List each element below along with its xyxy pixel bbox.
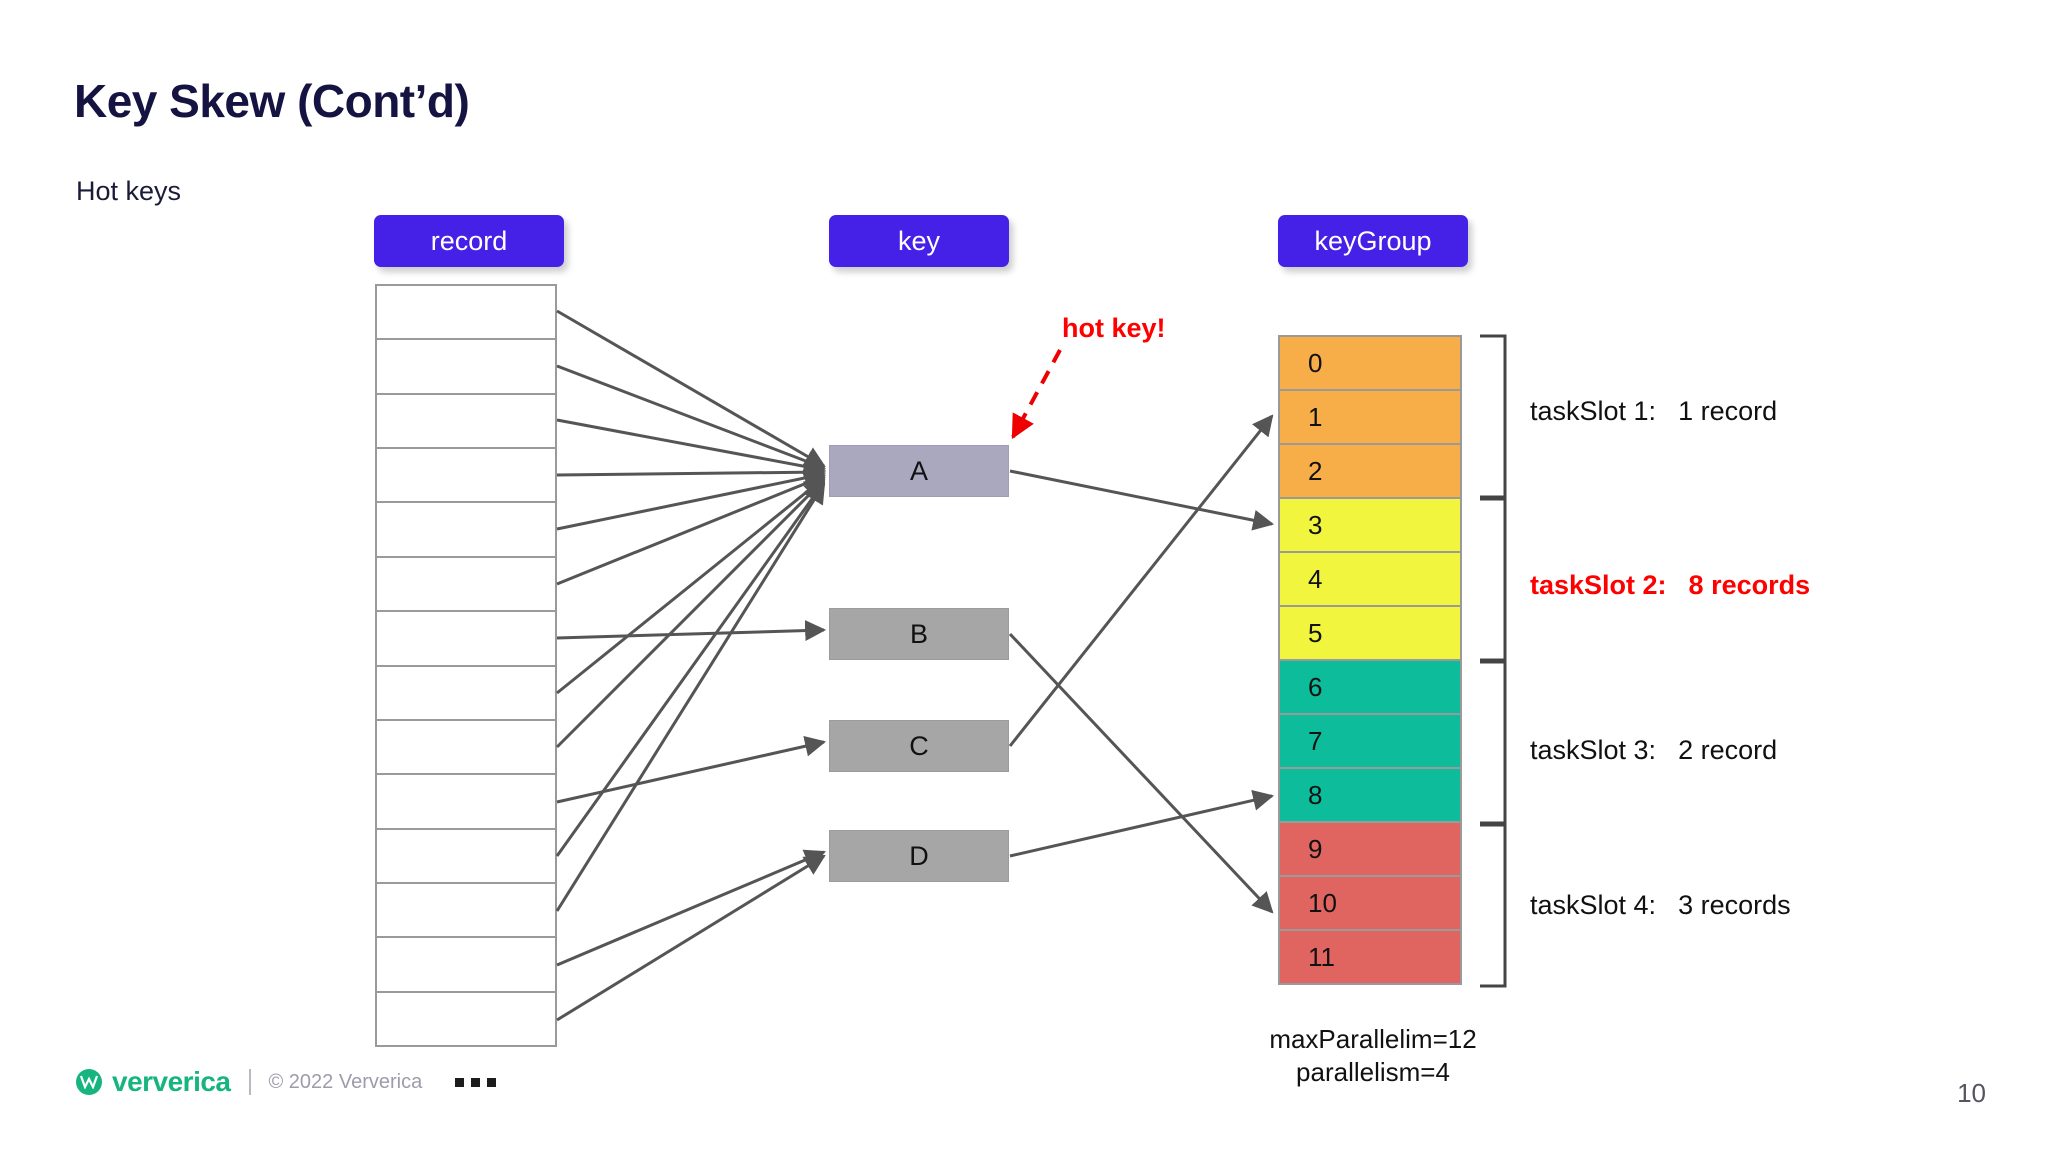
taskslot-brackets [1480,334,1507,988]
record-row [377,612,555,667]
keygroup-cell-3: 3 [1280,499,1460,553]
taskslot-label-1: taskSlot 1: 1 record [1530,396,1777,427]
dot-1 [455,1078,464,1087]
parallelism-note: maxParallelim=12 parallelism=4 [1253,1023,1493,1090]
taskslot-name: taskSlot 4: [1530,890,1657,920]
record-row [377,938,555,993]
column-header-key: key [829,215,1009,267]
record-row [377,286,555,341]
taskslot-label-3: taskSlot 3: 2 record [1530,735,1777,766]
column-header-record: record [374,215,564,267]
keygroup-cell-7: 7 [1280,715,1460,769]
record-row [377,340,555,395]
keygroup-cell-10: 10 [1280,877,1460,931]
footer-brand: ververica © 2022 Ververica [76,1066,422,1098]
ververica-wordmark: ververica [112,1066,231,1097]
keygroup-cell-4: 4 [1280,553,1460,607]
keygroup-cell-0: 0 [1280,337,1460,391]
record-row [377,449,555,504]
record-to-key-wires [555,309,827,1022]
record-row [377,666,555,721]
key-box-c: C [829,720,1009,772]
taskslot-label-4: taskSlot 4: 3 records [1530,890,1791,921]
keygroup-cell-6: 6 [1280,661,1460,715]
record-column [375,284,557,1047]
key-to-keygroup-wires [1008,414,1275,914]
taskslot-count: 8 records [1688,570,1811,600]
dot-3 [487,1078,496,1087]
key-box-b: B [829,608,1009,660]
key-box-a: A [829,445,1009,497]
record-row [377,394,555,450]
hot-key-annotation: hot key! [1062,313,1166,343]
taskslot-count: 2 record [1678,735,1778,765]
taskslot-name: taskSlot 1: [1530,396,1657,426]
record-row [377,883,555,939]
keygroup-cell-9: 9 [1280,823,1460,877]
page-subtitle: Hot keys [76,176,182,206]
page-number: 10 [1957,1078,1986,1108]
parallelism-text: parallelism=4 [1296,1057,1450,1088]
taskslot-count: 1 record [1678,396,1778,426]
column-header-keygroup: keyGroup [1278,215,1468,267]
record-row [377,775,555,830]
more-options-icon[interactable] [455,1078,496,1087]
keygroup-cell-1: 1 [1280,391,1460,445]
keygroup-cell-2: 2 [1280,445,1460,499]
dot-2 [471,1078,480,1087]
record-row [377,992,555,1046]
record-row [377,557,555,613]
taskslot-name: taskSlot 2: [1530,570,1667,600]
keygroup-cell-5: 5 [1280,607,1460,661]
ververica-logo-icon [76,1069,102,1095]
taskslot-name: taskSlot 3: [1530,735,1657,765]
taskslot-label-2: taskSlot 2: 8 records [1530,570,1810,601]
record-row [377,503,555,558]
page-title: Key Skew (Cont’d) [74,75,470,127]
footer-divider [248,1069,251,1095]
record-row [377,720,555,776]
copyright-text: © 2022 Ververica [268,1070,423,1093]
keygroup-cell-11: 11 [1280,931,1460,983]
key-box-d: D [829,830,1009,882]
record-row [377,829,555,884]
hot-key-arrow [1011,349,1062,440]
taskslot-count: 3 records [1678,890,1791,920]
keygroup-cell-8: 8 [1280,769,1460,823]
max-parallelism-text: maxParallelim=12 [1269,1024,1477,1054]
